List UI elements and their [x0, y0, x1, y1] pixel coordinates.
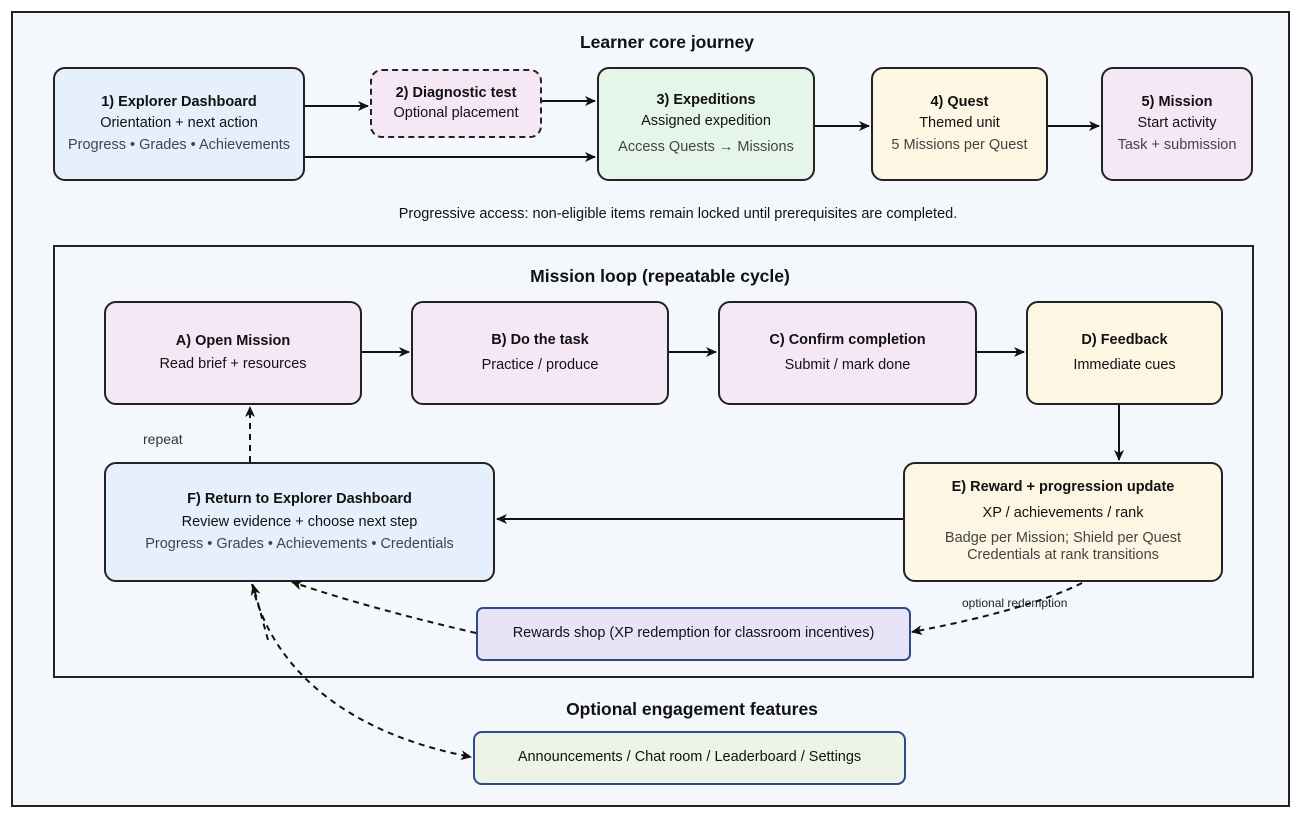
arrow-optional-redemption: [911, 582, 1083, 636]
node-open-mission: A) Open Mission Read brief + resources: [104, 301, 362, 405]
node-meta: Progress • Grades • Achievements: [67, 136, 291, 153]
node-title: 2) Diagnostic test: [395, 85, 517, 102]
node-meta: Access Quests → Missions: [618, 138, 794, 155]
node-meta: Credentials at rank transitions: [967, 547, 1159, 564]
optional-title: Optional engagement features: [566, 699, 818, 719]
arrow-engagement-to-return-head: [250, 584, 269, 641]
rewards-shop-label: Rewards shop (XP redemption for classroo…: [512, 625, 875, 642]
node-feedback: D) Feedback Immediate cues: [1026, 301, 1223, 405]
node-do-the-task: B) Do the task Practice / produce: [411, 301, 669, 405]
rewards-shop: Rewards shop (XP redemption for classroo…: [476, 607, 911, 661]
node-title: 1) Explorer Dashboard: [101, 93, 257, 110]
node-meta: Badge per Mission; Shield per Quest: [944, 530, 1182, 546]
arrow-return-to-engagement: [251, 583, 472, 761]
node-title: A) Open Mission: [175, 332, 291, 349]
node-quest: 4) Quest Themed unit 5 Missions per Ques…: [871, 67, 1048, 181]
node-diagnostic-test: 2) Diagnostic test Optional placement: [370, 69, 542, 138]
repeat-label: repeat: [143, 431, 183, 447]
node-explorer-dashboard: 1) Explorer Dashboard Orientation + next…: [53, 67, 305, 181]
node-expeditions: 3) Expeditions Assigned expedition Acces…: [597, 67, 815, 181]
node-title: 5) Mission: [1141, 93, 1213, 110]
node-return-dashboard: F) Return to Explorer Dashboard Review e…: [104, 462, 495, 582]
node-subtitle: Orientation + next action: [100, 115, 258, 132]
node-reward-progression: E) Reward + progression update XP / achi…: [903, 462, 1223, 582]
node-title: D) Feedback: [1081, 331, 1168, 348]
node-title: B) Do the task: [491, 331, 589, 348]
node-subtitle: Immediate cues: [1073, 357, 1176, 373]
node-title: C) Confirm completion: [769, 331, 926, 348]
journey-title: Learner core journey: [579, 32, 755, 52]
node-title: F) Return to Explorer Dashboard: [187, 490, 412, 507]
access-note: Progressive access: non-eligible items r…: [398, 206, 958, 222]
node-title: 3) Expeditions: [656, 91, 756, 108]
node-subtitle: Read brief + resources: [159, 356, 307, 372]
node-title: 4) Quest: [930, 93, 989, 110]
node-subtitle: Optional placement: [393, 104, 519, 121]
node-title: E) Reward + progression update: [951, 479, 1175, 496]
node-subtitle: Practice / produce: [481, 357, 599, 373]
node-subtitle: Submit / mark done: [784, 357, 911, 373]
loop-title: Mission loop (repeatable cycle): [530, 266, 790, 286]
arrow-shop-to-return: [291, 580, 477, 634]
engagement-features: Announcements / Chat room / Leaderboard …: [473, 731, 906, 785]
node-subtitle: Themed unit: [919, 115, 1000, 132]
node-meta: Progress • Grades • Achievements • Crede…: [145, 535, 454, 552]
node-meta: 5 Missions per Quest: [891, 136, 1028, 153]
node-subtitle: Review evidence + choose next step: [181, 514, 418, 531]
node-confirm-completion: C) Confirm completion Submit / mark done: [718, 301, 977, 405]
node-mission: 5) Mission Start activity Task + submiss…: [1101, 67, 1253, 181]
engagement-features-label: Announcements / Chat room / Leaderboard …: [517, 749, 862, 766]
node-subtitle: XP / achievements / rank: [982, 504, 1144, 521]
node-meta: Task + submission: [1117, 136, 1237, 153]
node-subtitle: Start activity: [1137, 115, 1217, 132]
node-subtitle: Assigned expedition: [641, 113, 771, 130]
